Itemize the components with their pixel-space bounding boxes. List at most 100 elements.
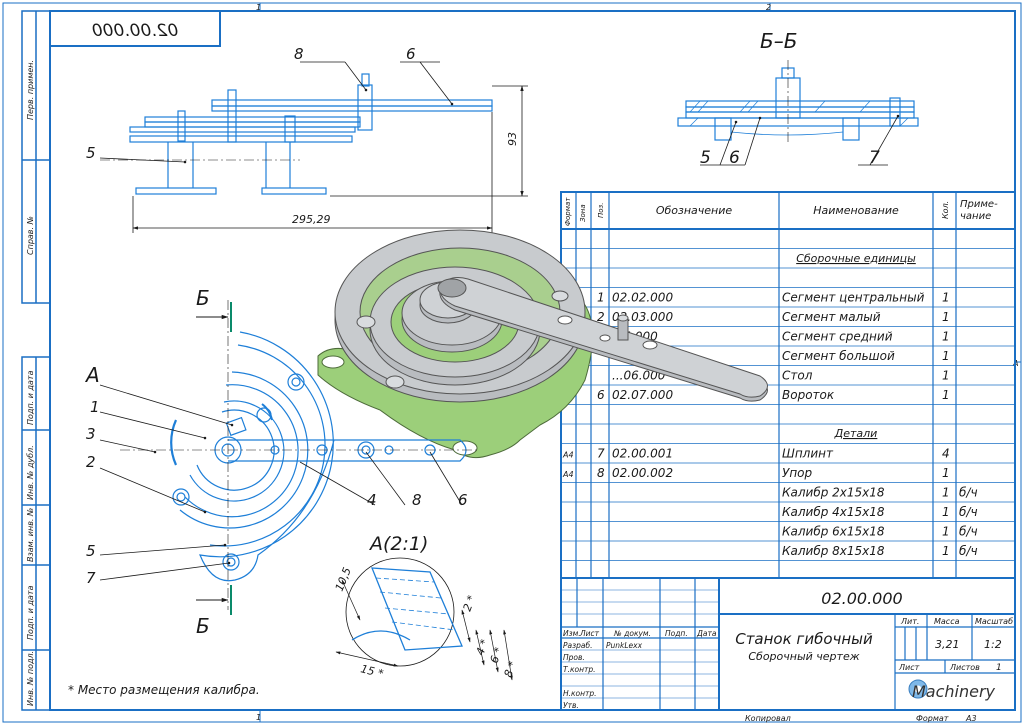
tb-nkontr: Н.контр.	[563, 689, 597, 698]
plan-centerlines	[120, 300, 480, 610]
tb-tkontr: Т.контр.	[563, 665, 596, 674]
copied-label: Копировал	[745, 714, 791, 723]
plan-section-mark-bottom: Б	[196, 614, 210, 638]
side-perv-primen: Перв. примен.	[26, 60, 35, 120]
spec-cell-name: Калибр 6х15х18	[782, 525, 885, 539]
section-bb-view	[677, 60, 919, 145]
spec-cell-qty: 1	[942, 505, 950, 519]
spec-cell-code: 02.07.000	[612, 388, 673, 402]
spec-cell-name: Шплинт	[782, 447, 834, 461]
tb-masshtab: Масштаб	[975, 617, 1013, 626]
spec-header-qty: Кол.	[941, 201, 950, 219]
detail-dim-4: 4 *	[474, 637, 492, 657]
spec-cell-qty: 1	[942, 525, 950, 539]
tb-utv: Утв.	[563, 701, 579, 710]
zone-label-2: 2	[766, 3, 771, 12]
format-value: A3	[965, 714, 977, 723]
tb-name-2: Сборочный чертеж	[748, 650, 859, 663]
spec-cell-name: Сегмент большой	[782, 349, 895, 363]
spec-cell-qty: 1	[942, 369, 950, 383]
spec-cell-code: ...06.000	[612, 369, 666, 383]
section-bb-leaders	[700, 114, 900, 166]
zone-label-1-bottom: 1	[256, 713, 261, 722]
bb-callout-5: 5	[700, 148, 711, 168]
tb-list-label: Лист	[898, 663, 920, 672]
logo-text: Machinery	[912, 682, 996, 701]
spec-cell-pos: 7	[597, 447, 605, 461]
machinery-logo: Machinery	[908, 679, 996, 701]
side-strip	[21, 10, 51, 711]
side-sprav: Справ. №	[26, 216, 35, 255]
top-callout-8: 8	[294, 45, 304, 63]
top-callout-5: 5	[86, 144, 96, 162]
detail-dim-15: 15 *	[359, 662, 385, 680]
tb-mass-value: 3,21	[935, 638, 960, 651]
side-inv-podl: Инв. № подл.	[26, 651, 35, 706]
tb-listov-label: Листов	[949, 663, 980, 672]
spec-cell-name: Сегмент центральный	[782, 291, 925, 305]
plan-callout-6: 6	[458, 491, 468, 509]
spec-section-parts: Детали	[834, 427, 878, 440]
top-callout-6: 6	[406, 45, 416, 63]
title-block-thin-lines	[561, 589, 719, 699]
spec-cell-pos: 1	[597, 291, 605, 305]
format-label: Формат	[916, 714, 949, 723]
spec-header-pos: Поз.	[597, 203, 605, 219]
spec-cell-note: б/ч	[959, 544, 978, 558]
tb-scale-value: 1:2	[984, 638, 1002, 651]
spec-cell-qty: 1	[942, 466, 950, 480]
tb-data: Дата	[696, 629, 717, 638]
spec-cell-name: Калибр 2х15х18	[782, 486, 885, 500]
section-bb-hatching	[689, 100, 909, 127]
spec-cell-note: б/ч	[959, 486, 978, 500]
spec-header-note: Приме-чание	[960, 199, 998, 222]
spec-header-format: Формат	[564, 197, 572, 226]
plan-callout-4: 4	[367, 491, 377, 509]
bb-callout-6: 6	[729, 148, 740, 168]
tb-massa: Масса	[934, 617, 960, 626]
zone-label-1: 1	[256, 3, 261, 12]
plan-detail-mark: A	[84, 363, 100, 387]
spec-header-zone: Зона	[579, 204, 587, 222]
title-block-grid	[560, 577, 1016, 711]
spec-cell-pos: 2	[597, 310, 605, 324]
spec-cell-name: Калибр 4х15х18	[782, 505, 885, 519]
detail-a-title: A(2:1)	[368, 533, 428, 555]
tb-razrab: Разраб.	[563, 641, 592, 650]
spec-cell-format: A4	[562, 451, 574, 460]
side-inv-dubl: Инв. № дубл.	[26, 445, 35, 500]
plan-section-mark-top: Б	[196, 286, 210, 310]
spec-cell-qty: 1	[942, 388, 950, 402]
top-view-dimensions	[99, 61, 528, 233]
spec-header-name: Наименование	[813, 204, 899, 217]
tb-podp: Подп.	[665, 629, 688, 638]
plan-callout-5: 5	[86, 542, 96, 560]
side-podp-data-1: Подп. и дата	[26, 370, 35, 425]
top-dim-height: 93	[506, 132, 519, 146]
spec-cell-qty: 4	[942, 447, 950, 461]
spec-cell-format: A4	[562, 470, 574, 479]
plan-callout-8: 8	[412, 491, 422, 509]
tb-prov: Пров.	[563, 653, 585, 662]
spec-cell-name: Калибр 8х15х18	[782, 544, 885, 558]
tb-izm: Изм.	[563, 629, 581, 638]
spec-cell-name: Стол	[782, 369, 813, 383]
spec-cell-note: б/ч	[959, 505, 978, 519]
side-vzam-inv: Взам. инв. №	[26, 508, 35, 562]
bb-callout-7: 7	[869, 148, 880, 168]
mirrored-code-box: 02.00.000	[49, 10, 221, 47]
tb-doc-code: 02.00.000	[821, 589, 902, 608]
spec-section-assembly: Сборочные единицы	[796, 252, 916, 265]
detail-a-dimensions	[335, 579, 513, 681]
detail-dim-6: 6 *	[488, 645, 506, 665]
tb-razrab-name: PunkLexx	[606, 641, 643, 650]
section-bb-title: Б–Б	[760, 29, 797, 53]
detail-dim-2: 2 *	[461, 593, 479, 613]
spec-cell-pos: 6	[597, 388, 605, 402]
spec-row-lines	[561, 248, 1015, 561]
spec-cell-name: Сегмент средний	[782, 330, 893, 344]
detail-a-view	[345, 557, 463, 667]
tb-name-1: Станок гибочный	[735, 630, 873, 648]
